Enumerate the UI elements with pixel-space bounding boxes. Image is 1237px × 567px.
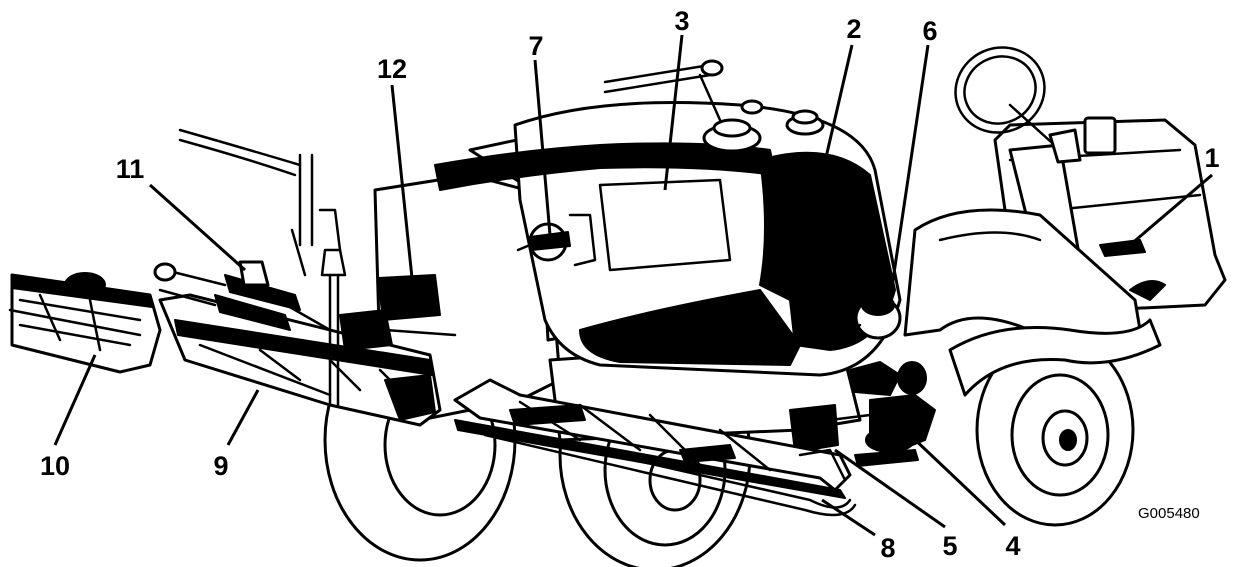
leader-line-12 bbox=[390, 84, 414, 279]
leader-lines bbox=[53, 34, 1213, 537]
pump-assembly bbox=[789, 361, 936, 467]
pressure-gauge bbox=[838, 294, 902, 347]
leader-line-9 bbox=[226, 389, 260, 446]
leader-line-1 bbox=[1129, 173, 1213, 247]
boom-control-box bbox=[178, 128, 457, 351]
callout-5: 5 bbox=[942, 531, 957, 561]
callout-9: 9 bbox=[213, 451, 228, 481]
leader-line-7 bbox=[533, 59, 552, 236]
leader-line-6 bbox=[888, 44, 930, 301]
leader-line-8 bbox=[821, 498, 876, 537]
leader-line-3 bbox=[663, 34, 684, 191]
callout-11: 11 bbox=[116, 154, 145, 184]
callout-4: 4 bbox=[1005, 531, 1020, 561]
leader-line-5 bbox=[834, 448, 946, 529]
callout-1: 1 bbox=[1204, 143, 1219, 173]
callout-6: 6 bbox=[922, 16, 937, 46]
callout-8: 8 bbox=[880, 533, 895, 563]
callout-3: 3 bbox=[674, 6, 689, 36]
boom-lift-cylinders bbox=[153, 260, 332, 332]
leader-line-4 bbox=[908, 433, 1007, 527]
callout-2: 2 bbox=[846, 14, 861, 44]
boom-left-outer bbox=[8, 272, 162, 374]
tank-valve bbox=[516, 213, 597, 267]
vehicle-cab bbox=[903, 46, 1227, 527]
spray-tank bbox=[434, 59, 902, 377]
leader-line-2 bbox=[813, 44, 854, 206]
callout-7: 7 bbox=[528, 31, 543, 61]
figure-id: G005480 bbox=[1138, 505, 1200, 522]
boom-right bbox=[453, 378, 857, 517]
leader-line-10 bbox=[53, 354, 97, 446]
leader-line-11 bbox=[148, 183, 247, 272]
callout-10: 10 bbox=[40, 451, 70, 481]
callout-12: 12 bbox=[377, 54, 407, 84]
callout-labels: 1 2 3 4 5 6 7 8 9 10 11 12 bbox=[40, 6, 1220, 563]
